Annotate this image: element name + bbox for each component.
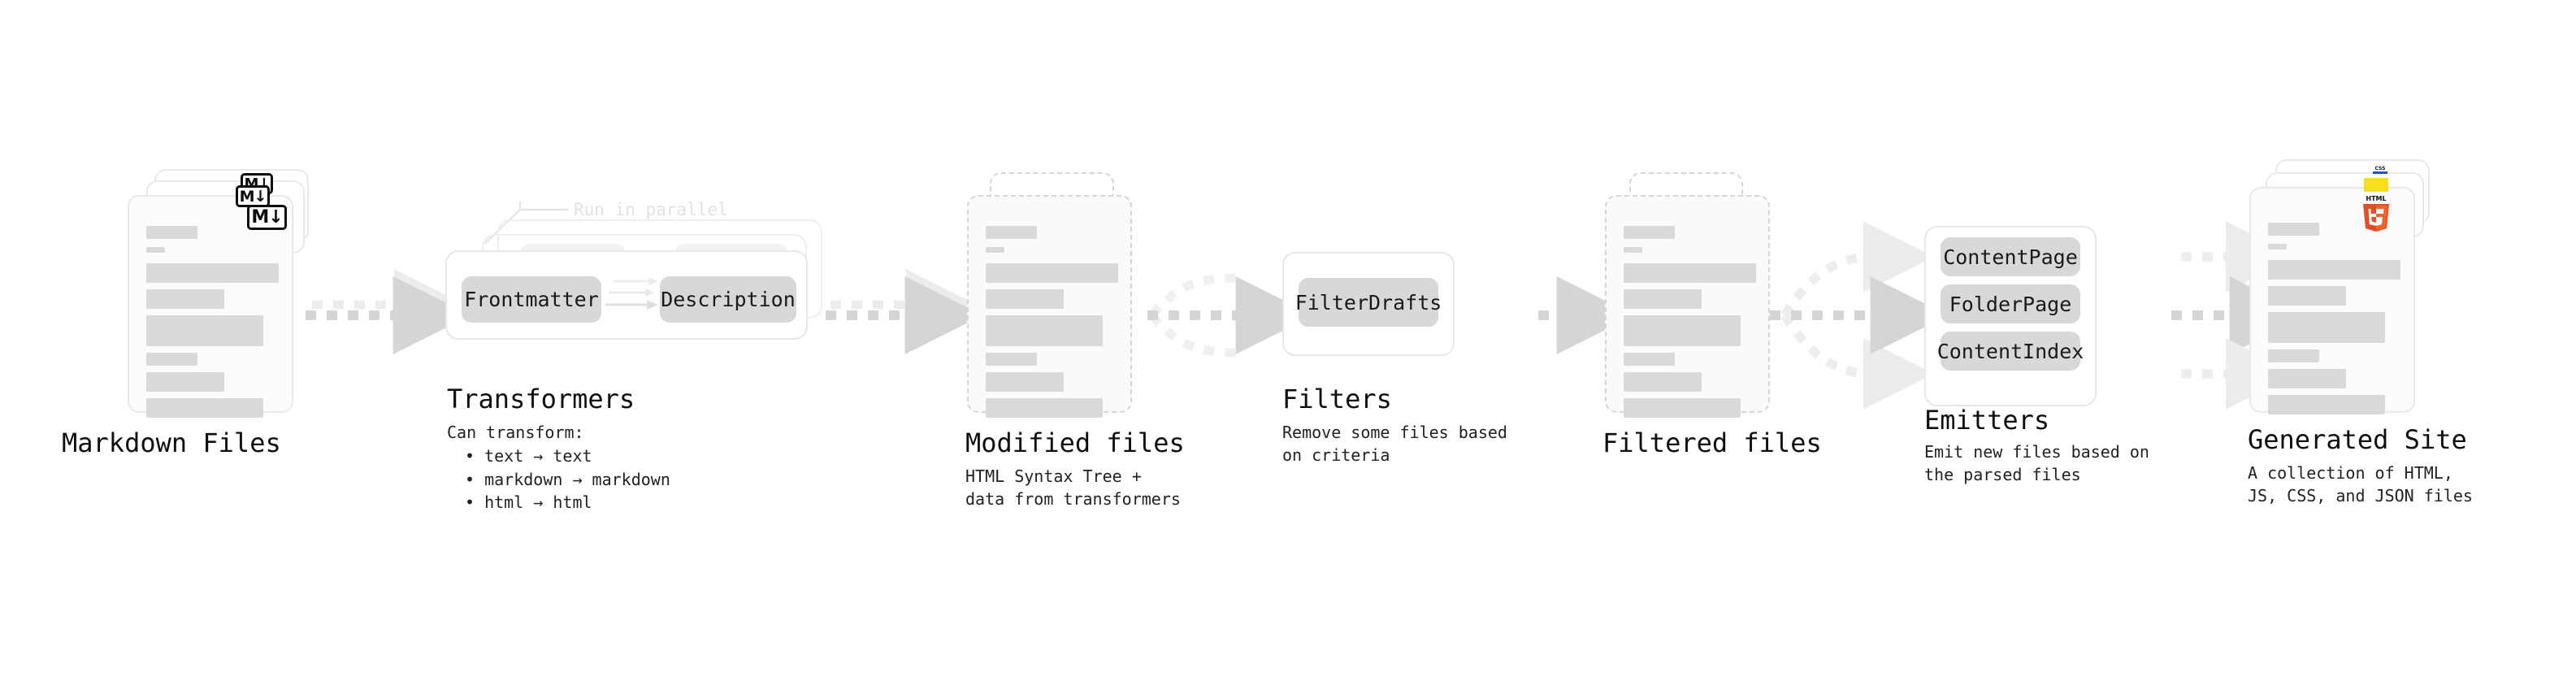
skeleton-block: [2268, 369, 2346, 388]
skeleton-subtitle: [986, 247, 1004, 253]
skeleton-block: [2268, 349, 2319, 362]
stage-title-emitters: Emitters: [1924, 405, 2050, 436]
transformers-description: Can transform:: [447, 423, 584, 442]
skeleton-block: [2268, 286, 2346, 306]
filtered-card-front: [1605, 195, 1770, 418]
filter-node-filterdrafts[interactable]: FilterDrafts: [1295, 278, 1442, 327]
site-card-front: [2249, 187, 2415, 414]
skeleton-block: [146, 263, 279, 283]
filters-description: Remove some files based on criteria: [1282, 423, 1507, 465]
connector-modified-to-filters: [1147, 273, 1314, 358]
stage-title-transformers: Transformers: [447, 384, 635, 414]
skeleton-block: [146, 372, 224, 392]
skeleton-block: [986, 315, 1103, 346]
skeleton-title: [986, 226, 1037, 239]
emitter-node-contentindex[interactable]: ContentIndex: [1937, 332, 2084, 371]
connector-markdown-to-transformers: [306, 269, 471, 354]
markdown-card-front: [128, 195, 293, 418]
transformers-bullet-2: • html → html: [465, 492, 592, 512]
skeleton-block: [986, 353, 1037, 366]
skeleton-block: [146, 398, 263, 418]
css-icon: CSS: [2373, 166, 2387, 174]
skeleton-block: [1624, 315, 1741, 346]
skeleton-block: [2268, 312, 2385, 343]
modified-card-front: [967, 195, 1132, 418]
skeleton-block: [1624, 289, 1702, 309]
transformers-bullet-1: • markdown → markdown: [465, 470, 670, 489]
skeleton-block: [986, 289, 1064, 309]
emitter-node-folderpage[interactable]: FolderPage: [1941, 284, 2080, 323]
markdown-icon: M↓: [247, 205, 287, 230]
skeleton-subtitle: [1624, 247, 1642, 253]
skeleton-subtitle: [2268, 244, 2287, 249]
skeleton-block: [986, 372, 1064, 392]
skeleton-block: [986, 263, 1118, 283]
transformer-node-description[interactable]: Description: [660, 276, 796, 323]
skeleton-block: [2268, 395, 2385, 414]
skeleton-block: [1624, 353, 1675, 366]
skeleton-block: [1624, 263, 1756, 283]
transformer-node-frontmatter[interactable]: Frontmatter: [462, 276, 601, 323]
stage-title-generated-site: Generated Site: [2248, 424, 2467, 455]
skeleton-subtitle: [146, 247, 165, 253]
skeleton-block: [1624, 372, 1702, 392]
run-in-parallel-annotation: Run in parallel: [574, 200, 728, 219]
skeleton-block: [2268, 260, 2400, 280]
skeleton-title: [2268, 223, 2319, 236]
skeleton-title: [1624, 226, 1675, 239]
stage-title-filters: Filters: [1282, 384, 1392, 414]
html5-icon: HTML: [2363, 195, 2389, 232]
modified-files-description: HTML Syntax Tree + data from transformer…: [965, 466, 1181, 509]
skeleton-block: [986, 398, 1103, 418]
svg-text:HTML: HTML: [2366, 195, 2386, 202]
connector-emitters-to-site: [2171, 221, 2308, 410]
emitters-description: Emit new files based on the parsed files: [1924, 442, 2149, 484]
stage-title-markdown-files: Markdown Files: [62, 427, 281, 458]
skeleton-block: [146, 315, 263, 346]
skeleton-block: [146, 289, 224, 309]
emitter-node-contentpage[interactable]: ContentPage: [1941, 237, 2080, 276]
skeleton-title: [146, 226, 197, 239]
generated-site-description: A collection of HTML, JS, CSS, and JSON …: [2248, 463, 2473, 505]
skeleton-block: [146, 353, 197, 366]
connector-transformers-to-modified: [826, 269, 983, 354]
stage-title-filtered-files: Filtered files: [1602, 427, 1822, 458]
js-icon: [2364, 178, 2388, 192]
svg-text:CSS: CSS: [2375, 166, 2386, 171]
transformers-bullet-0: • text → text: [465, 446, 592, 466]
stage-title-modified-files: Modified files: [965, 427, 1185, 458]
markdown-icon-mid: M↓: [236, 185, 270, 207]
skeleton-block: [1624, 398, 1741, 418]
